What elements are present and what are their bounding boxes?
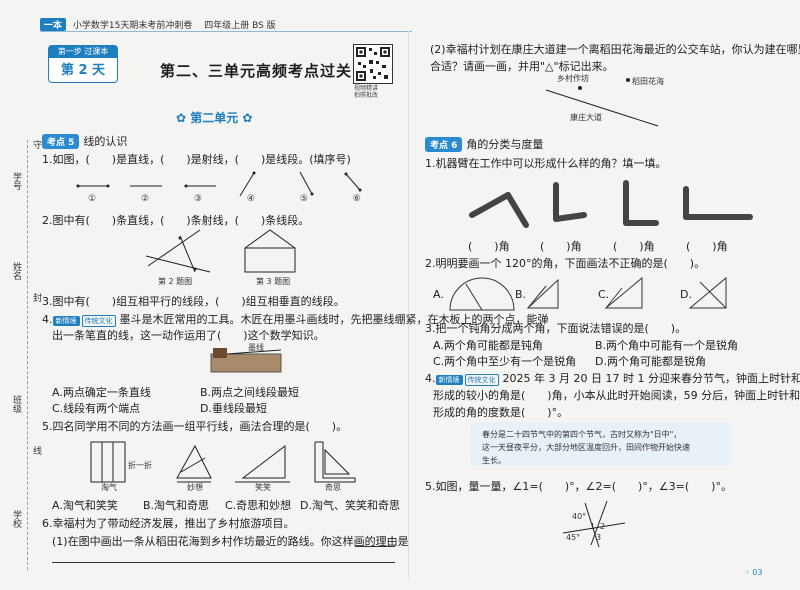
left-q2: 2.图中有( )条直线，( )条射线，( )条线段。	[42, 214, 310, 227]
robot-arms-figure	[469, 180, 753, 228]
village-map-figure	[545, 78, 659, 127]
left-q6-part1: (1)在图中画出一条从稻田花海到乡村作坊最近的路线。你这样画的理由是	[52, 535, 409, 548]
fig2-caption: 第 2 题图	[158, 277, 193, 286]
q1-numbers: ① ② ③ ④ ⑤ ⑥	[88, 194, 361, 204]
q5-angles-figure	[562, 500, 626, 548]
right-q1: 1.机器臂在工作中可以形成什么样的角？填一填。	[425, 157, 667, 170]
q4-option-a[interactable]: A.两点确定一条直线	[52, 386, 151, 399]
margin-mark-2: 封	[31, 293, 41, 302]
q1-blank-4[interactable]: ( )角	[686, 240, 728, 253]
q2-figure	[145, 229, 211, 273]
protractor-figure	[449, 276, 727, 311]
q3-option-d[interactable]: D.两个角可能都是锐角	[595, 355, 706, 368]
binding-line	[27, 140, 28, 570]
ink-marker-figure	[210, 348, 282, 373]
right-q4-line2: 形成的较小的角是( )角，小本从此时开始阅读，59 分后，钟面上时针和分针	[433, 389, 800, 402]
page-header: 一本 小学数学15天期末考前冲刺卷 四年级上册 BS 版	[40, 18, 276, 31]
class-label: 班级	[11, 395, 21, 413]
q5-option-c[interactable]: C.奇思和妙想	[225, 499, 292, 512]
left-q1: 1.如图，( )是直线，( )是射线，( )是线段。(填序号)	[42, 153, 351, 166]
name-miaoxiang: 妙想	[187, 483, 203, 492]
angle-1-label: 1	[590, 522, 596, 531]
map-workshop: 乡村作坊	[557, 74, 589, 83]
right-q4-line3: 形成的角的度数是( )°。	[433, 406, 569, 419]
margin-mark-3: 线	[31, 446, 41, 455]
q4-option-b[interactable]: B.两点之间线段最短	[200, 386, 300, 399]
name-label: 姓名	[11, 262, 21, 280]
q5-option-a[interactable]: A.淘气和笑笑	[52, 499, 118, 512]
q3-option-c[interactable]: C.两个角中至少有一个是锐角	[433, 355, 577, 368]
school-label: 学校	[11, 510, 21, 528]
name-xiaoxiao: 笑笑	[255, 483, 271, 492]
q2-option-d[interactable]: D.	[680, 288, 692, 301]
angle-40-label: 40°	[572, 512, 587, 521]
q1-blank-2[interactable]: ( )角	[540, 240, 582, 253]
left-q4-line1: 4.新情境传统文化墨斗是木匠常用的工具。木匠在用墨斗画线时，先把墨线绷紧，在木板…	[42, 313, 549, 327]
brand-logo: 一本	[40, 18, 67, 31]
left-q6: 6.幸福村为了带动经济发展，推出了乡村旅游项目。	[42, 517, 295, 530]
left-q3: 3.图中有( )组互相平行的线段，( )组互相垂直的线段。	[42, 295, 345, 308]
right-q5: 5.如图，量一量，∠1=( )°，∠2=( )°，∠3=( )°。	[425, 480, 732, 493]
name-qisi: 奇思	[325, 483, 341, 492]
qr-pattern-icon	[356, 47, 390, 81]
header-rule	[40, 31, 412, 32]
student-id-label: 学号	[11, 172, 21, 190]
edition: 四年级上册 BS 版	[204, 21, 276, 31]
qr-code[interactable]	[353, 44, 393, 84]
angle-2-label: 2	[600, 522, 606, 531]
q2-option-b[interactable]: B.	[515, 288, 527, 301]
section-5-badge: 考点 5	[42, 134, 80, 149]
section-6-badge: 考点 6	[425, 137, 463, 152]
q1-blank-3[interactable]: ( )角	[613, 240, 655, 253]
q3-option-b[interactable]: B.两个角中可能有一个是锐角	[595, 339, 739, 352]
solar-term-note: 春分是二十四节气中的第四个节气，古时又称为"日中"， 这一天昼夜平分，大部分地区…	[470, 422, 732, 466]
step-label: 第一步 过课本	[49, 46, 117, 58]
page-number: ◦ 03	[745, 568, 763, 577]
angle-3-label: 3	[596, 533, 602, 542]
day-number: 第 2 天	[60, 63, 106, 78]
unit-heading: ✿ 第二单元 ✿	[176, 111, 253, 125]
series-name: 小学数学15天期末考前冲刺卷	[72, 21, 193, 31]
right-q3: 3.把一个钝角分成两个角，下面说法错误的是( )。	[425, 322, 687, 335]
right-q2: 2.明明要画一个 120°的角，下面画法不正确的是( )。	[425, 257, 706, 270]
q1-blank-1[interactable]: ( )角	[468, 240, 510, 253]
page-divider	[408, 30, 409, 578]
margin-mark-1: 守	[31, 140, 41, 149]
left-q5: 5.四名同学用不同的方法画一组平行线，画法合理的是( )。	[42, 420, 348, 433]
map-rice-field: 稻田花海	[632, 77, 664, 86]
ink-line-label: 墨线	[248, 343, 264, 352]
q1-lines-figure	[76, 171, 362, 197]
q5-option-b[interactable]: B.淘气和奇思	[143, 499, 210, 512]
answer-line-1[interactable]	[355, 546, 395, 547]
q2-option-a[interactable]: A.	[433, 288, 444, 301]
right-q6-part2-line1: (2)幸福村计划在康庄大道建一个离稻田花海最近的公交车站，你认为建在哪里最	[430, 43, 800, 56]
map-road: 康庄大道	[570, 113, 602, 122]
q5-option-d[interactable]: D.淘气、笑笑和奇思	[300, 499, 400, 512]
right-q6-part2-line2: 合适？请画一画，并用"△"标记出来。	[430, 60, 614, 73]
q3-option-a[interactable]: A.两个角可能都是钝角	[433, 339, 543, 352]
q3-figure	[244, 229, 296, 273]
name-taoqi: 淘气	[101, 483, 117, 492]
angle-45-label: 45°	[566, 533, 581, 542]
fold-label: 折一折	[128, 461, 152, 470]
q4-option-d[interactable]: D.垂线段最短	[200, 402, 267, 415]
q4-option-c[interactable]: C.线段有两个端点	[52, 402, 141, 415]
qr-caption: 视频精讲 拍照批改	[354, 85, 379, 99]
q5-methods-figure	[90, 441, 356, 483]
fig3-caption: 第 3 题图	[256, 277, 291, 286]
page-title: 第二、三单元高频考点过关	[160, 62, 353, 80]
day-badge: 第一步 过课本 第 2 天	[48, 45, 118, 83]
q2-option-c[interactable]: C.	[598, 288, 610, 301]
answer-line-2[interactable]	[52, 562, 395, 563]
left-q4-line2: 出一条笔直的线，这一动作运用了( )这个数学知识。	[52, 329, 325, 342]
